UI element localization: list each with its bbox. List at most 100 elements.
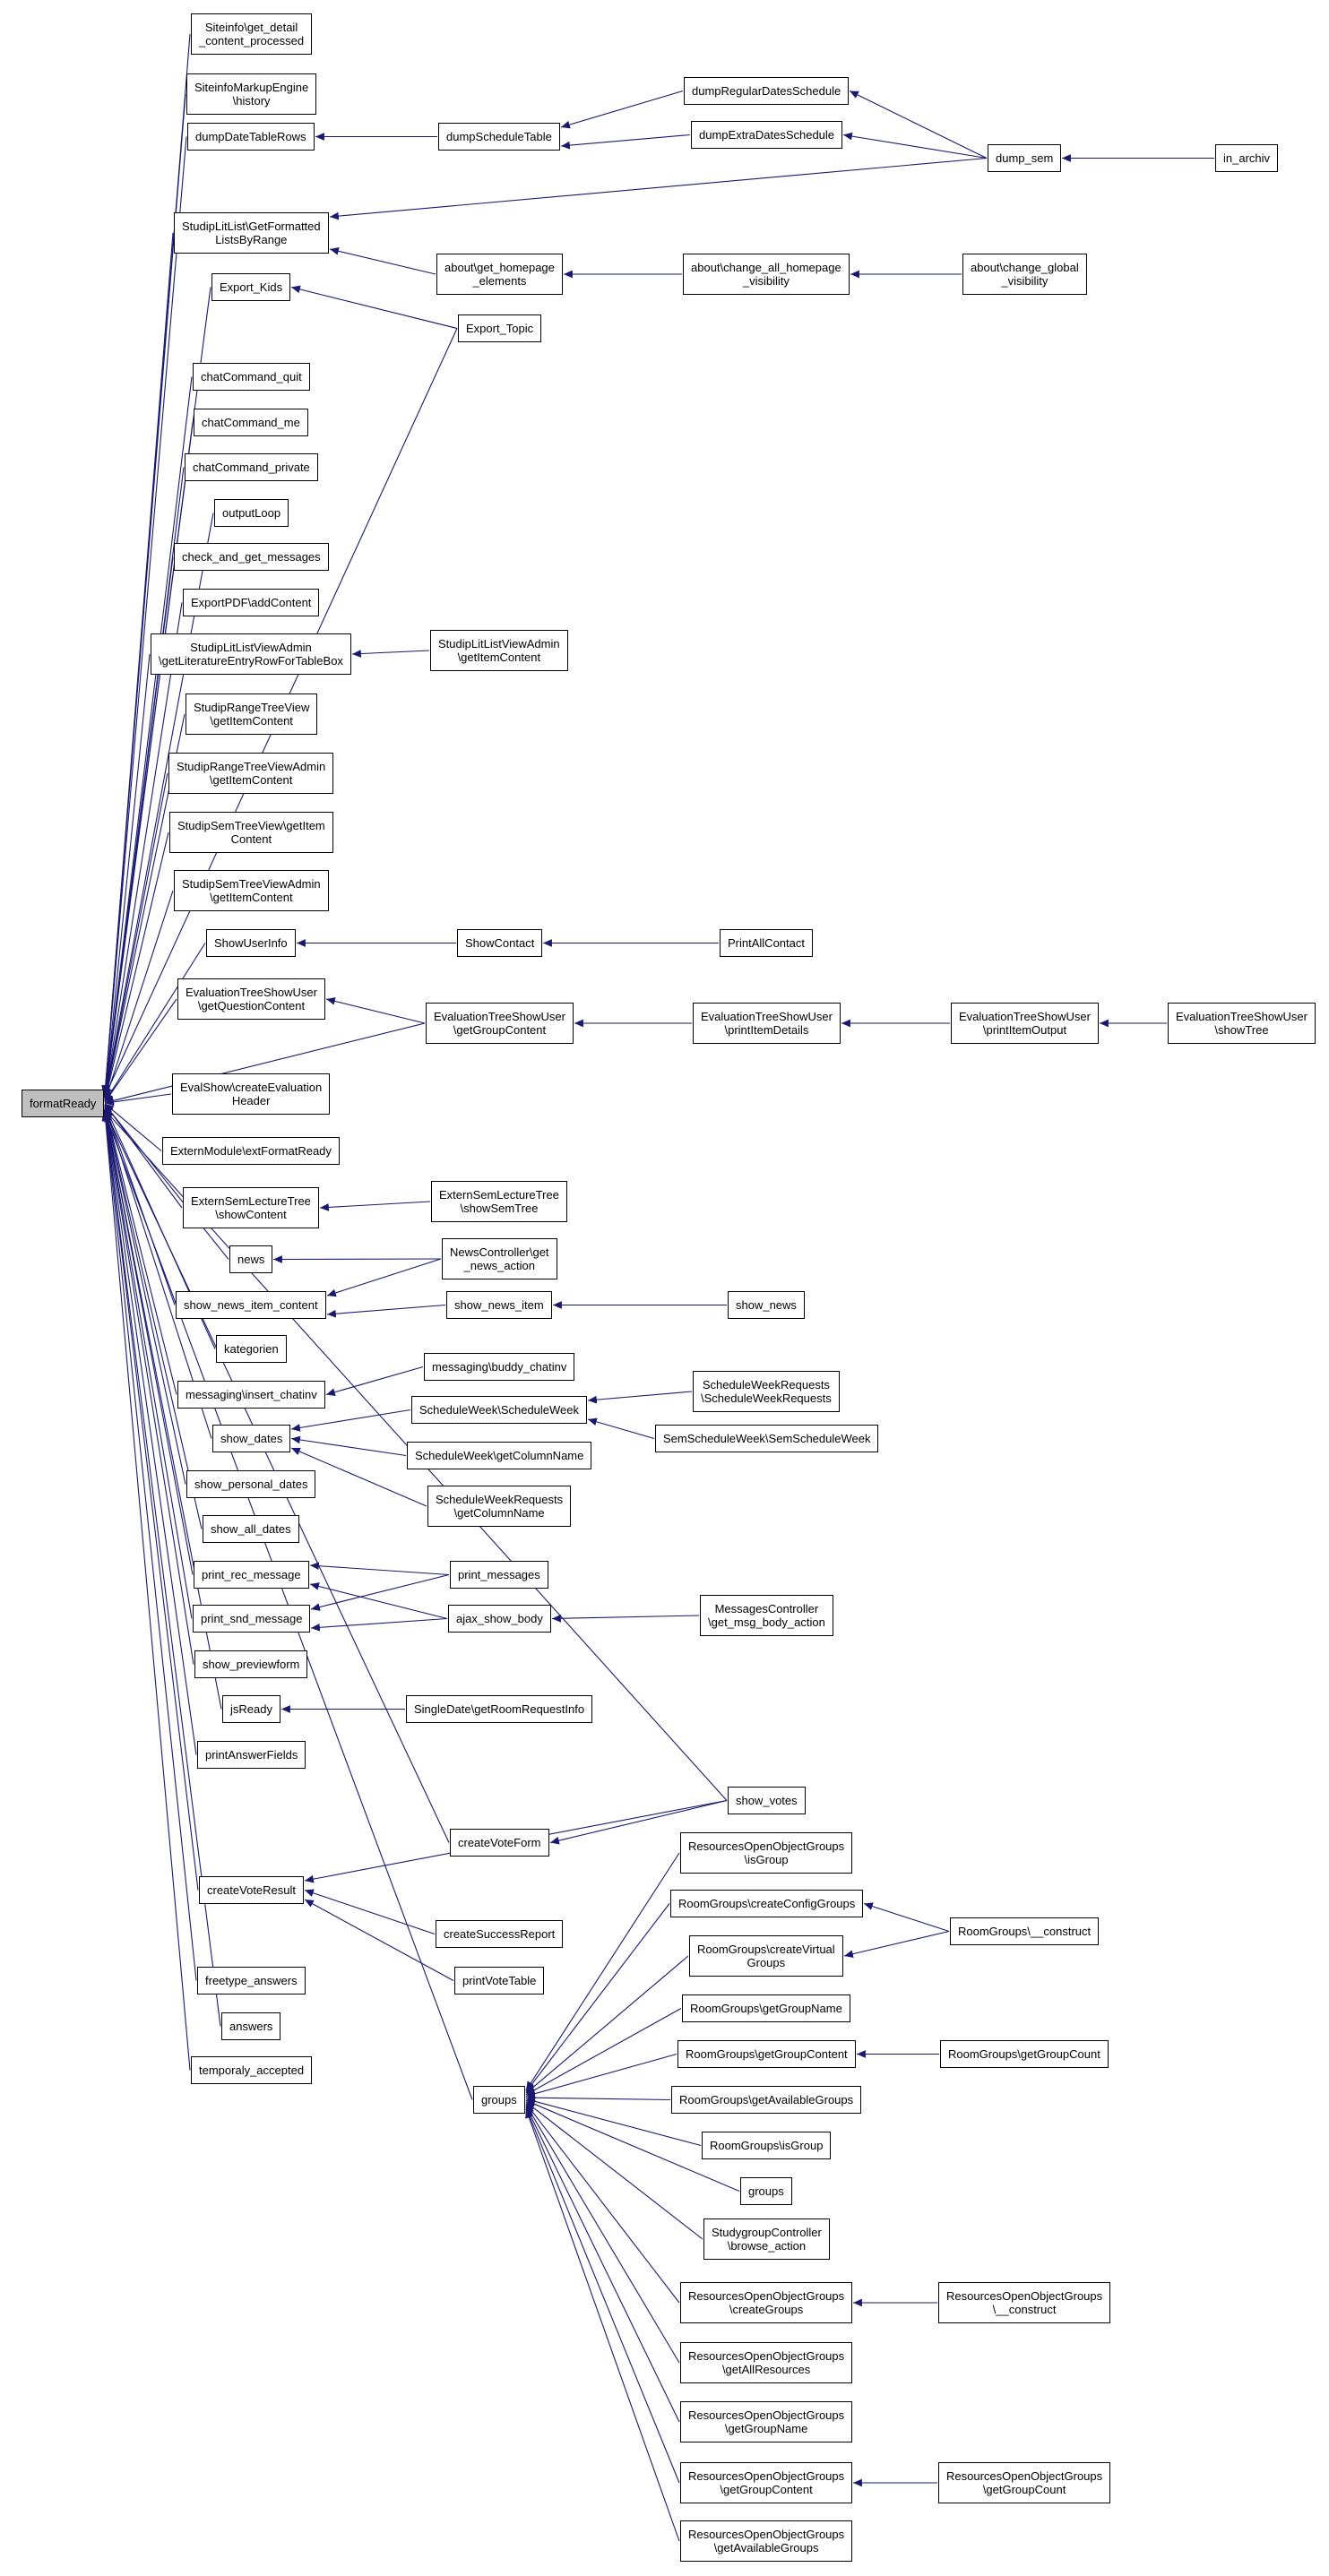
call-edge-print_snd_message--formatReady bbox=[102, 1107, 193, 1619]
graph-node-answers[interactable]: answers bbox=[221, 2012, 281, 2040]
call-edge-roog_getAvailableGroups--groups bbox=[525, 2108, 680, 2542]
graph-node-roomGroups_getAvailableGroups[interactable]: RoomGroups\getAvailableGroups bbox=[671, 2086, 862, 2114]
graph-node-kategorien[interactable]: kategorien bbox=[216, 1335, 287, 1363]
graph-node-about_change_all_homepage_visibility[interactable]: about\change_all_homepage _visibility bbox=[683, 254, 850, 295]
graph-node-newsController_get_news_action[interactable]: NewsController\get _news_action bbox=[442, 1238, 557, 1279]
graph-node-getFormattedListsByRange[interactable]: StudipLitList\GetFormatted ListsByRange bbox=[174, 212, 329, 254]
graph-node-print_messages[interactable]: print_messages bbox=[450, 1561, 548, 1589]
graph-node-eval_printItemOutput[interactable]: EvaluationTreeShowUser \printItemOutput bbox=[951, 1003, 1099, 1044]
graph-node-dumpDateTableRows[interactable]: dumpDateTableRows bbox=[187, 123, 315, 151]
graph-node-roog_createGroups[interactable]: ResourcesOpenObjectGroups \createGroups bbox=[680, 2282, 853, 2323]
graph-node-ExportPDF_addContent[interactable]: ExportPDF\addContent bbox=[183, 589, 320, 616]
graph-node-roog_isGroup[interactable]: ResourcesOpenObjectGroups \isGroup bbox=[680, 1832, 853, 1874]
graph-node-roomGroups_getGroupCount[interactable]: RoomGroups\getGroupCount bbox=[940, 2040, 1109, 2068]
graph-node-show_all_dates[interactable]: show_all_dates bbox=[203, 1515, 299, 1543]
graph-node-printVoteTable[interactable]: printVoteTable bbox=[454, 1967, 545, 1994]
graph-node-siteinfo_history[interactable]: SiteinfoMarkupEngine \history bbox=[186, 73, 317, 115]
graph-node-show_personal_dates[interactable]: show_personal_dates bbox=[186, 1470, 316, 1498]
call-edge-messaging_buddy_chatinv--messaging_insert_chatinv bbox=[325, 1366, 424, 1396]
graph-node-messagesController_get_msg_body_action[interactable]: MessagesController \get_msg_body_action bbox=[700, 1595, 833, 1636]
graph-node-messaging_insert_chatinv[interactable]: messaging\insert_chatinv bbox=[177, 1381, 325, 1409]
graph-node-printAnswerFields[interactable]: printAnswerFields bbox=[197, 1741, 306, 1769]
graph-node-freetype_answers[interactable]: freetype_answers bbox=[197, 1967, 306, 1994]
graph-node-about_get_homepage_elements[interactable]: about\get_homepage _elements bbox=[436, 254, 563, 295]
graph-node-scheduleWeek_ScheduleWeek[interactable]: ScheduleWeek\ScheduleWeek bbox=[411, 1396, 588, 1424]
call-edge-lladmin_getItemContent--lladmin_rowForTableBox bbox=[351, 650, 430, 658]
graph-node-check_and_get_messages[interactable]: check_and_get_messages bbox=[174, 543, 329, 571]
graph-node-externSemLectureTree_showSemTree[interactable]: ExternSemLectureTree \showSemTree bbox=[431, 1181, 567, 1222]
graph-node-show_previewform[interactable]: show_previewform bbox=[194, 1650, 308, 1678]
graph-node-ajax_show_body[interactable]: ajax_show_body bbox=[448, 1605, 551, 1633]
call-edge-roomGroups_isGroup--groups bbox=[525, 2097, 702, 2147]
graph-node-evalShow_createEvaluationHeader[interactable]: EvalShow\createEvaluation Header bbox=[172, 1073, 331, 1115]
graph-node-lladmin_getItemContent[interactable]: StudipLitListViewAdmin \getItemContent bbox=[430, 630, 568, 671]
graph-node-createSuccessReport[interactable]: createSuccessReport bbox=[436, 1920, 564, 1948]
graph-node-temporaly_accepted[interactable]: temporaly_accepted bbox=[191, 2056, 313, 2084]
graph-node-createVoteForm[interactable]: createVoteForm bbox=[450, 1829, 549, 1857]
graph-node-siteinfo_get_detail[interactable]: Siteinfo\get_detail _content_processed bbox=[191, 13, 313, 55]
graph-node-roog_construct[interactable]: ResourcesOpenObjectGroups \__construct bbox=[938, 2282, 1111, 2323]
graph-node-semTreeViewAdmin_getItemContent[interactable]: StudipSemTreeViewAdmin \getItemContent bbox=[174, 870, 329, 911]
graph-node-show_dates[interactable]: show_dates bbox=[212, 1425, 291, 1452]
graph-node-print_rec_message[interactable]: print_rec_message bbox=[194, 1561, 309, 1589]
graph-node-eval_getGroupContent[interactable]: EvaluationTreeShowUser \getGroupContent bbox=[426, 1003, 574, 1044]
graph-node-show_news_item_content[interactable]: show_news_item_content bbox=[176, 1291, 326, 1319]
graph-node-roog_getAvailableGroups[interactable]: ResourcesOpenObjectGroups \getAvailableG… bbox=[680, 2520, 853, 2562]
graph-node-chatCommand_quit[interactable]: chatCommand_quit bbox=[193, 363, 310, 391]
graph-node-PrintAllContact[interactable]: PrintAllContact bbox=[720, 929, 813, 957]
graph-node-scheduleWeekRequests_ScheduleWeekRequests[interactable]: ScheduleWeekRequests \ScheduleWeekReques… bbox=[693, 1371, 840, 1412]
graph-node-singleDate_getRoomRequestInfo[interactable]: SingleDate\getRoomRequestInfo bbox=[406, 1695, 593, 1723]
graph-node-print_snd_message[interactable]: print_snd_message bbox=[193, 1605, 311, 1633]
graph-node-Export_Kids[interactable]: Export_Kids bbox=[211, 273, 291, 301]
graph-node-scheduleWeek_getColumnName[interactable]: ScheduleWeek\getColumnName bbox=[407, 1442, 592, 1469]
graph-node-lladmin_rowForTableBox[interactable]: StudipLitListViewAdmin \getLiteratureEnt… bbox=[151, 633, 351, 675]
graph-node-chatCommand_private[interactable]: chatCommand_private bbox=[185, 453, 318, 481]
graph-node-createVoteResult[interactable]: createVoteResult bbox=[199, 1876, 305, 1904]
graph-node-roog_getAllResources[interactable]: ResourcesOpenObjectGroups \getAllResourc… bbox=[680, 2342, 853, 2383]
graph-node-eval_showTree[interactable]: EvaluationTreeShowUser \showTree bbox=[1168, 1003, 1316, 1044]
graph-node-roog_getGroupContent[interactable]: ResourcesOpenObjectGroups \getGroupConte… bbox=[680, 2462, 853, 2503]
graph-node-groups[interactable]: groups bbox=[473, 2086, 525, 2114]
graph-node-jsReady[interactable]: jsReady bbox=[222, 1695, 280, 1723]
graph-node-roog_getGroupCount[interactable]: ResourcesOpenObjectGroups \getGroupCount bbox=[938, 2462, 1111, 2503]
graph-node-roomGroups_construct[interactable]: RoomGroups\__construct bbox=[950, 1917, 1100, 1945]
graph-node-outputLoop[interactable]: outputLoop bbox=[214, 499, 289, 527]
graph-node-roomGroups_createConfigGroups[interactable]: RoomGroups\createConfigGroups bbox=[670, 1890, 864, 1917]
graph-node-Export_Topic[interactable]: Export_Topic bbox=[458, 314, 542, 342]
graph-node-ShowContact[interactable]: ShowContact bbox=[457, 929, 543, 957]
graph-node-externSemLectureTree_showContent[interactable]: ExternSemLectureTree \showContent bbox=[183, 1187, 319, 1228]
graph-node-messaging_buddy_chatinv[interactable]: messaging\buddy_chatinv bbox=[424, 1353, 575, 1381]
graph-node-show_votes[interactable]: show_votes bbox=[728, 1787, 806, 1814]
graph-node-in_archiv[interactable]: in_archiv bbox=[1215, 144, 1279, 172]
graph-node-eval_printItemDetails[interactable]: EvaluationTreeShowUser \printItemDetails bbox=[693, 1003, 841, 1044]
graph-node-chatCommand_me[interactable]: chatCommand_me bbox=[194, 409, 308, 436]
graph-node-news[interactable]: news bbox=[229, 1245, 273, 1273]
graph-node-dump_sem[interactable]: dump_sem bbox=[988, 144, 1062, 172]
graph-node-externModule_extFormatReady[interactable]: ExternModule\extFormatReady bbox=[162, 1137, 340, 1165]
graph-node-roomGroups_getGroupContent[interactable]: RoomGroups\getGroupContent bbox=[677, 2040, 856, 2068]
graph-node-groups2[interactable]: groups bbox=[740, 2177, 792, 2205]
graph-node-roomGroups_getGroupName[interactable]: RoomGroups\getGroupName bbox=[682, 1994, 850, 2022]
graph-node-ShowUserInfo[interactable]: ShowUserInfo bbox=[206, 929, 296, 957]
graph-node-about_change_global_visibility[interactable]: about\change_global _visibility bbox=[962, 254, 1087, 295]
call-edge-eval_getGroupContent--formatReady bbox=[104, 1022, 426, 1105]
graph-node-roog_getGroupName[interactable]: ResourcesOpenObjectGroups \getGroupName bbox=[680, 2401, 853, 2442]
graph-node-studygroupController_browse_action[interactable]: StudygroupController \browse_action bbox=[703, 2218, 830, 2260]
call-edge-roomGroups_getAvailableGroups--groups bbox=[525, 2093, 671, 2102]
call-edge-show_all_dates--formatReady bbox=[102, 1107, 203, 1529]
graph-node-show_news_item[interactable]: show_news_item bbox=[446, 1291, 552, 1319]
call-edge-roomGroups_getGroupContent--groups bbox=[525, 2053, 677, 2098]
graph-node-roomGroups_createVirtualGroups[interactable]: RoomGroups\createVirtual Groups bbox=[689, 1935, 843, 1977]
graph-node-dumpScheduleTable[interactable]: dumpScheduleTable bbox=[438, 123, 560, 151]
graph-node-rangeTreeView_getItemContent[interactable]: StudipRangeTreeView \getItemContent bbox=[186, 694, 318, 735]
graph-node-eval_getQuestionContent[interactable]: EvaluationTreeShowUser \getQuestionConte… bbox=[177, 978, 325, 1020]
graph-node-semScheduleWeek_SemScheduleWeek[interactable]: SemScheduleWeek\SemScheduleWeek bbox=[655, 1425, 879, 1452]
graph-node-semTreeView_getItemContent[interactable]: StudipSemTreeView\getItem Content bbox=[169, 812, 333, 853]
graph-node-rangeTreeViewAdmin_getItemContent[interactable]: StudipRangeTreeViewAdmin \getItemContent bbox=[168, 753, 334, 794]
graph-node-dumpExtraDatesSchedule[interactable]: dumpExtraDatesSchedule bbox=[691, 121, 843, 149]
graph-node-roomGroups_isGroup[interactable]: RoomGroups\isGroup bbox=[702, 2132, 832, 2159]
graph-node-show_news[interactable]: show_news bbox=[728, 1291, 805, 1319]
graph-node-scheduleWeekRequests_getColumnName[interactable]: ScheduleWeekRequests \getColumnName bbox=[427, 1486, 572, 1527]
call-edge-semTreeViewAdmin_getItemContent--formatReady bbox=[103, 890, 174, 1102]
graph-node-dumpRegularDatesSchedule[interactable]: dumpRegularDatesSchedule bbox=[684, 77, 850, 105]
